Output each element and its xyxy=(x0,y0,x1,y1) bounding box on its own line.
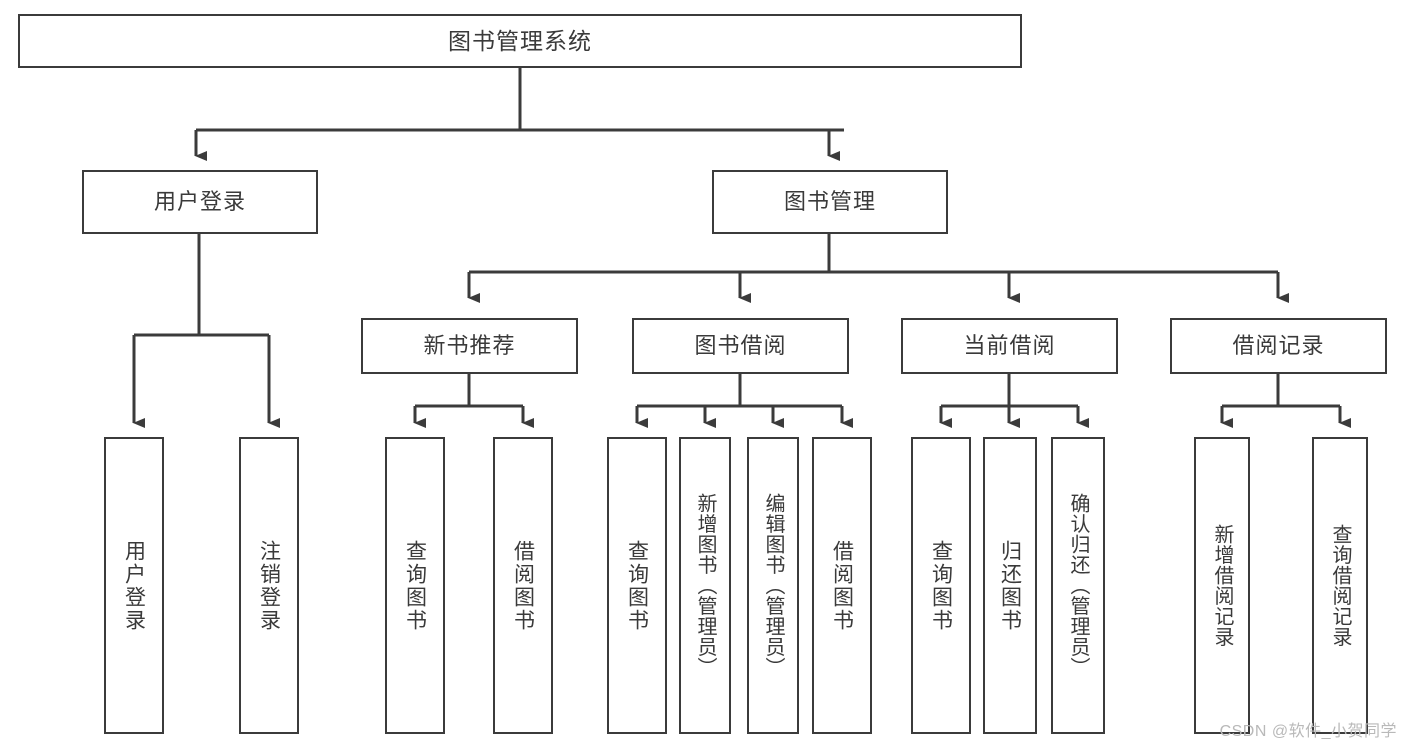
node-current-borrow[interactable]: 当前借阅 xyxy=(901,318,1118,374)
node-label: 借阅记录 xyxy=(1232,333,1325,359)
node-root-system[interactable]: 图书管理系统 xyxy=(18,14,1022,68)
watermark-text: CSDN @软件_小贺同学 xyxy=(1219,723,1397,740)
leaf-query-book-current[interactable]: 查询图书 xyxy=(911,437,971,734)
node-label: 查询借阅记录 xyxy=(1329,524,1351,647)
node-label: 用户登录 xyxy=(122,539,146,632)
node-label: 确认归还（管理员） xyxy=(1067,493,1089,678)
node-label: 当前借阅 xyxy=(963,333,1056,359)
leaf-add-book-admin[interactable]: 新增图书（管理员） xyxy=(679,437,731,734)
node-label: 查询图书 xyxy=(403,539,427,632)
node-borrow-record[interactable]: 借阅记录 xyxy=(1170,318,1387,374)
leaf-return-book[interactable]: 归还图书 xyxy=(983,437,1037,734)
node-label: 新增图书（管理员） xyxy=(694,493,716,678)
node-label: 借阅图书 xyxy=(830,539,854,632)
node-label: 注销登录 xyxy=(257,539,281,632)
node-label: 归还图书 xyxy=(998,539,1022,632)
node-label: 图书管理系统 xyxy=(448,27,592,54)
node-label: 图书借阅 xyxy=(694,333,787,359)
node-label: 编辑图书（管理员） xyxy=(762,493,784,678)
leaf-query-book-borrow[interactable]: 查询图书 xyxy=(607,437,667,734)
node-label: 借阅图书 xyxy=(511,539,535,632)
leaf-borrow-book-borrow[interactable]: 借阅图书 xyxy=(812,437,872,734)
node-label: 新书推荐 xyxy=(423,333,516,359)
leaf-confirm-return-admin[interactable]: 确认归还（管理员） xyxy=(1051,437,1105,734)
node-label: 查询图书 xyxy=(929,539,953,632)
leaf-query-borrow-record[interactable]: 查询借阅记录 xyxy=(1312,437,1368,734)
leaf-edit-book-admin[interactable]: 编辑图书（管理员） xyxy=(747,437,799,734)
node-book-management[interactable]: 图书管理 xyxy=(712,170,948,234)
leaf-user-login[interactable]: 用户登录 xyxy=(104,437,164,734)
node-label: 图书管理 xyxy=(783,189,876,215)
leaf-add-borrow-record[interactable]: 新增借阅记录 xyxy=(1194,437,1250,734)
node-label: 新增借阅记录 xyxy=(1211,524,1233,647)
node-user-login[interactable]: 用户登录 xyxy=(82,170,318,234)
node-label: 用户登录 xyxy=(153,189,246,215)
leaf-query-book-recommend[interactable]: 查询图书 xyxy=(385,437,445,734)
leaf-borrow-book-recommend[interactable]: 借阅图书 xyxy=(493,437,553,734)
leaf-logout-login[interactable]: 注销登录 xyxy=(239,437,299,734)
node-new-book-recommend[interactable]: 新书推荐 xyxy=(361,318,578,374)
node-label: 查询图书 xyxy=(625,539,649,632)
node-book-borrow[interactable]: 图书借阅 xyxy=(632,318,849,374)
